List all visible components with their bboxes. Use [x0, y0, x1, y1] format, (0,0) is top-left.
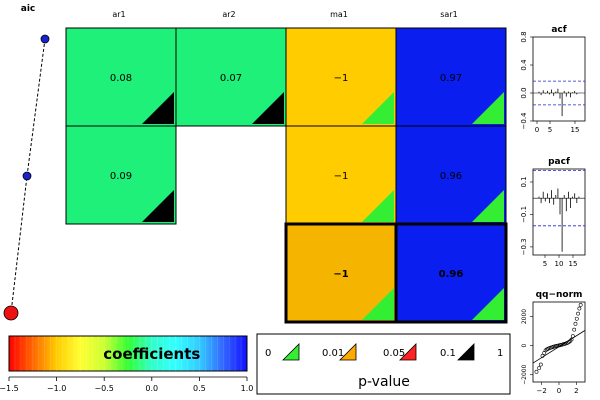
coefficients-title: coefficients [103, 345, 200, 363]
column-label-ar1: ar1 [112, 10, 125, 19]
qq-point [537, 366, 541, 371]
pvalue-triangle [142, 190, 174, 222]
heatmap-cell-label: 0.97 [440, 73, 462, 84]
colorbar-tick-label: 0.0 [145, 384, 158, 393]
qq-frame [532, 301, 586, 383]
pvalue-legend-triangle [282, 343, 300, 361]
pacf-ytick-label: −0.3 [520, 238, 528, 255]
acf-xtick-label: 5 [548, 126, 552, 134]
pacf-xtick-label: 5 [543, 260, 547, 268]
heatmap-cell-label: −1 [334, 171, 349, 182]
qq-ytick-label: −2000 [521, 364, 528, 384]
aic-point [3, 305, 19, 321]
qq-point [538, 362, 543, 367]
pvalue-triangle [252, 92, 284, 124]
qq-ytick-label: 2000 [521, 309, 528, 324]
heatmap-cell-label: 0.07 [220, 73, 242, 84]
qq-point [569, 337, 574, 342]
pvalue-triangle [142, 92, 174, 124]
qq-point [577, 306, 582, 311]
aic-point [40, 34, 50, 44]
aic-line [10, 38, 46, 314]
pvalue-triangle [472, 288, 504, 320]
pvalue-legend-label: 0.1 [440, 348, 456, 359]
acf-frame [532, 36, 586, 122]
pvalue-title: p-value [358, 374, 410, 390]
pvalue-triangle [362, 190, 394, 222]
qq-point [573, 321, 578, 326]
qq-xtick-label: −2 [537, 387, 547, 395]
column-label-ma1: ma1 [330, 10, 348, 19]
pacf-ytick-label: 0.1 [520, 176, 528, 187]
coefficient-colorbar [8, 335, 248, 372]
column-label-ar2: ar2 [222, 10, 235, 19]
qq-point [540, 353, 545, 358]
pacf-ytick-label: −0.1 [520, 206, 528, 223]
aic-point [22, 171, 32, 181]
acf-ytick-label: 0.4 [520, 59, 528, 71]
pvalue-legend-label: 0 [265, 348, 271, 359]
pvalue-legend-triangle [457, 343, 475, 361]
pvalue-triangle [362, 92, 394, 124]
colorbar-tick-label: 1.0 [241, 384, 254, 393]
pvalue-legend-label: 0.01 [322, 348, 344, 359]
qq-point [570, 334, 575, 339]
pacf-frame [532, 168, 586, 256]
pvalue-triangle [472, 190, 504, 222]
heatmap-cell-label: 0.08 [110, 73, 132, 84]
heatmap-cell-label: −1 [334, 73, 349, 84]
aic-title: aic [21, 4, 36, 14]
acf-title: acf [551, 25, 566, 35]
qq-point [572, 327, 577, 332]
heatmap-cell-label: 0.96 [440, 171, 462, 182]
qq-point [578, 303, 583, 307]
qq-point [534, 369, 539, 374]
pvalue-legend-label: 0.05 [383, 348, 405, 359]
pacf-xtick-label: 10 [555, 260, 564, 268]
pacf-xtick-label: 15 [569, 260, 578, 268]
acf-ytick-label: 0.0 [520, 87, 528, 98]
heatmap-cell-label: 0.09 [110, 171, 132, 182]
qq-point [576, 311, 580, 316]
heatmap-cell-label: −1 [333, 269, 348, 280]
column-label-sar1: sar1 [440, 10, 457, 19]
colorbar-tick-label: 0.5 [193, 384, 206, 393]
acf-ytick-label: −0.4 [520, 112, 528, 130]
acf-xtick-label: 15 [571, 126, 580, 134]
pvalue-legend-triangle [399, 343, 417, 361]
pvalue-legend-label: 1 [497, 348, 503, 359]
acf-ytick-label: 0.8 [520, 31, 528, 42]
colorbar-tick-label: −1.5 [0, 384, 19, 393]
qq-xtick-label: 2 [574, 387, 578, 395]
pvalue-triangle [362, 288, 394, 320]
qq-point [574, 316, 579, 321]
pacf-title: pacf [548, 157, 570, 167]
colorbar-tick-label: −1.0 [47, 384, 66, 393]
qq-xtick-label: 0 [557, 387, 561, 395]
qq-ytick-label: 0 [521, 344, 528, 348]
colorbar-tick-label: −0.5 [94, 384, 113, 393]
acf-xtick-label: 0 [535, 126, 539, 134]
pvalue-triangle [472, 92, 504, 124]
heatmap-cell-label: 0.96 [439, 269, 464, 280]
qq-title: qq−norm [536, 290, 583, 300]
pvalue-legend-triangle [339, 343, 357, 361]
